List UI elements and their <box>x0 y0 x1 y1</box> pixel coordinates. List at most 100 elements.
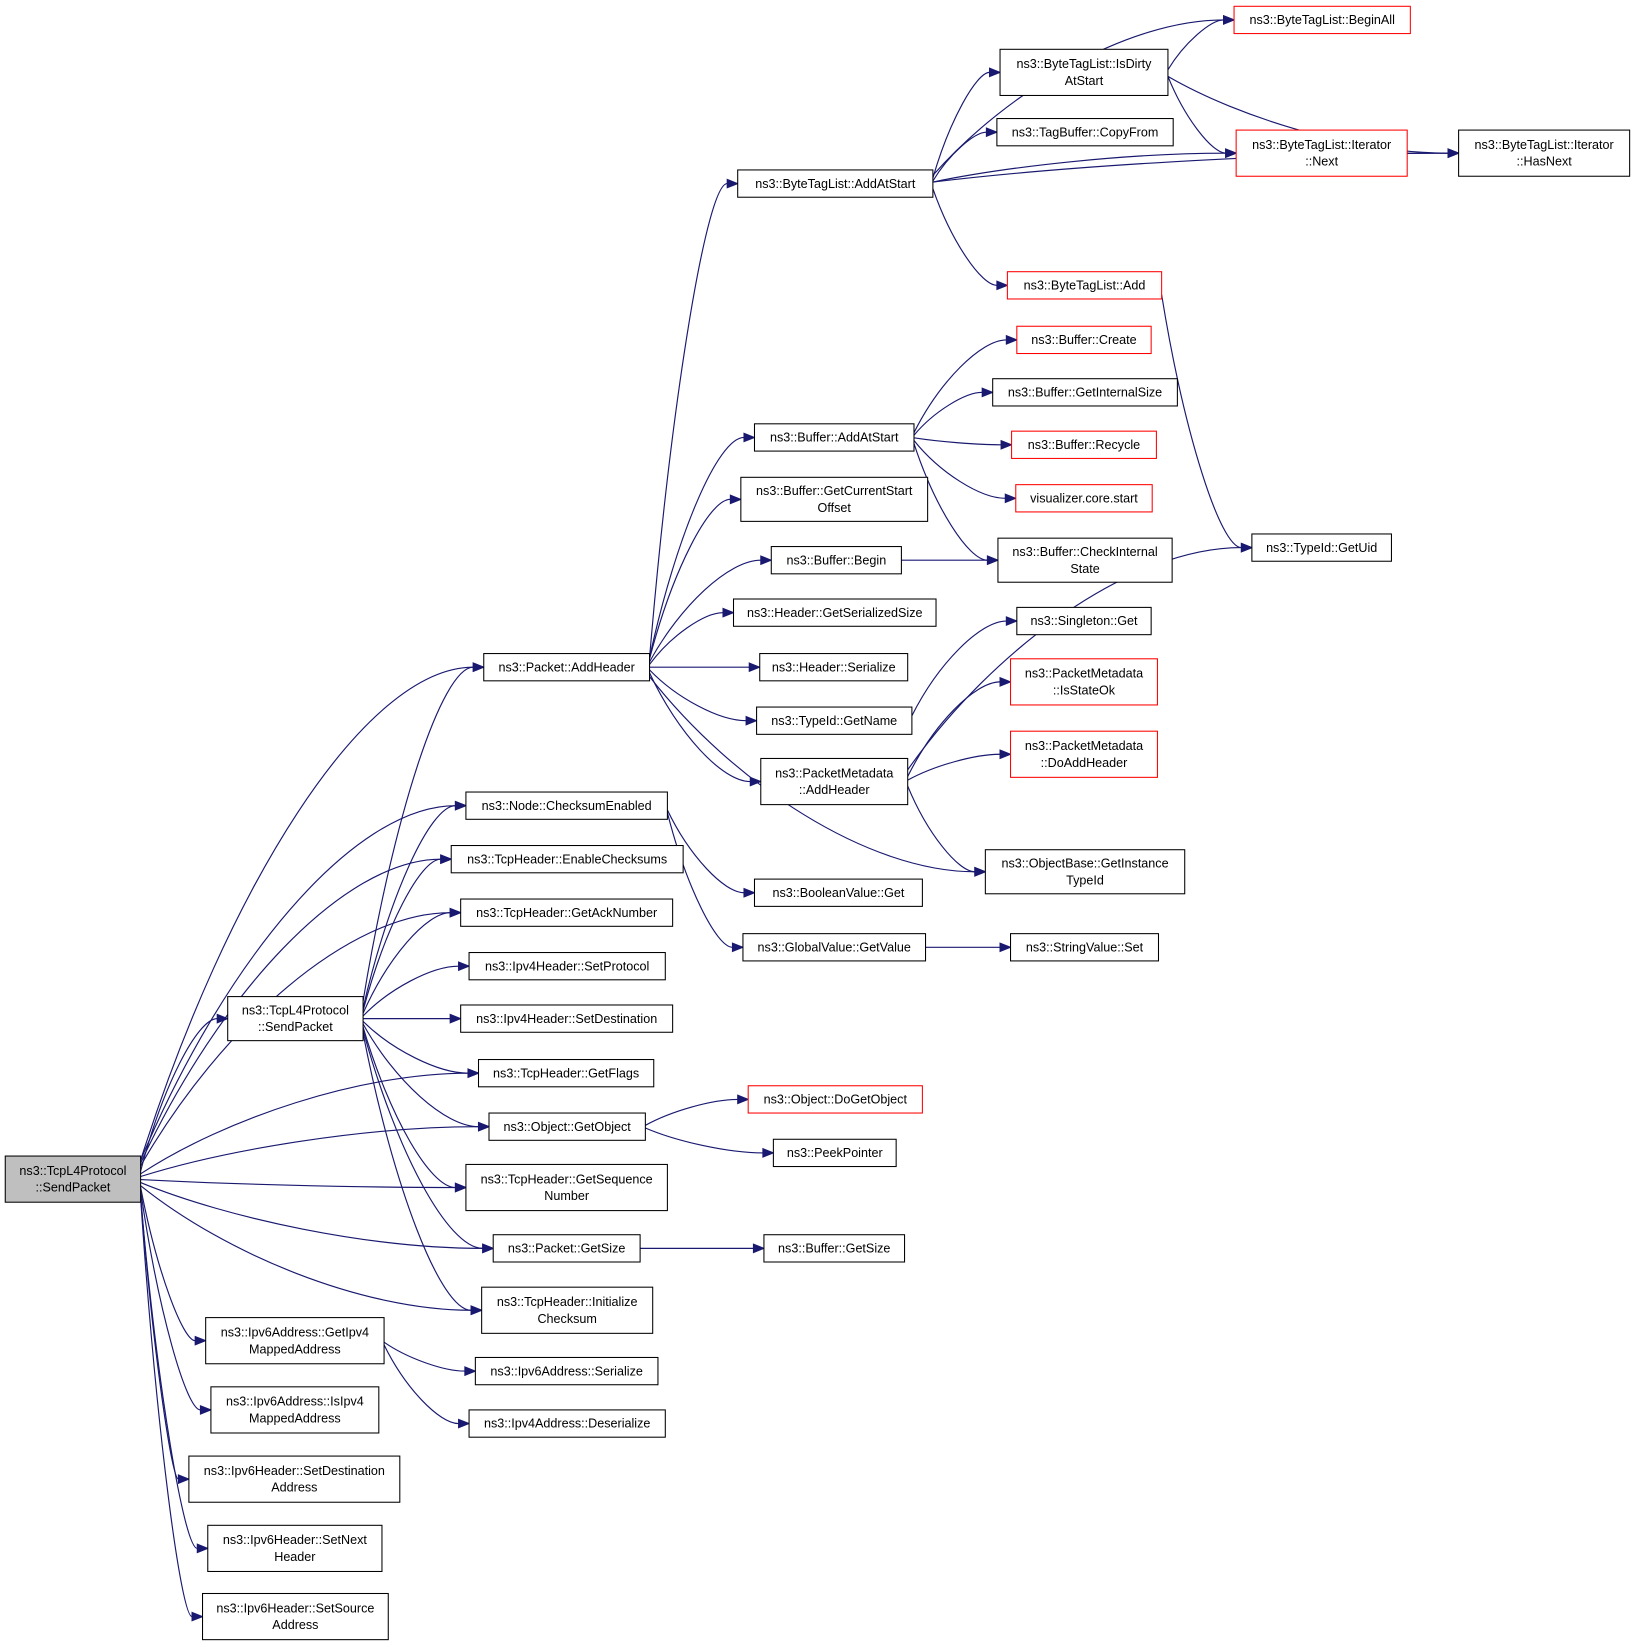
node-btl-it-hasnext[interactable]: ns3::ByteTagList::Iterator::HasNext <box>1458 129 1631 177</box>
edge-root-to-pkt_getsize <box>140 1182 495 1254</box>
arrowhead-icon <box>1004 493 1018 504</box>
edge-btl_add-to-typeid_getuid <box>1161 294 1254 553</box>
node-box <box>742 933 927 962</box>
node-obj-getobj[interactable]: ns3::Object::GetObject <box>488 1112 646 1141</box>
node-buf-getsize[interactable]: ns3::Buffer::GetSize <box>763 1234 906 1263</box>
node-pm-isstateok[interactable]: ns3::PacketMetadata::IsStateOk <box>1010 658 1158 706</box>
node-label: ::AddHeader <box>799 783 870 797</box>
node-buf-begin[interactable]: ns3::Buffer::Begin <box>770 546 902 575</box>
node-label: ns3::TcpHeader::GetFlags <box>493 1066 639 1080</box>
node-tagbuf-copy[interactable]: ns3::TagBuffer::CopyFrom <box>996 118 1174 147</box>
node-btl-it-next[interactable]: ns3::ByteTagList::Iterator::Next <box>1235 129 1408 177</box>
edge-line <box>911 620 1007 716</box>
edge-ipv6a_getv4-to-ipv6a_serialize <box>383 1341 477 1377</box>
edge-line <box>362 805 456 1009</box>
node-buf-addatstart[interactable]: ns3::Buffer::AddAtStart <box>753 423 915 452</box>
edge-pkt_addhdr-to-hdr_sersize <box>649 607 735 665</box>
edge-node_cksum-to-gv_getvalue <box>666 812 745 953</box>
node-label: ns3::ObjectBase::GetInstance <box>1001 857 1168 871</box>
edge-line <box>666 812 733 948</box>
node-hdr-sersize[interactable]: ns3::Header::GetSerializedSize <box>732 598 937 627</box>
edge-line <box>649 669 747 722</box>
node-boolval-get[interactable]: ns3::BooleanValue::Get <box>753 878 923 907</box>
edge-line <box>140 666 474 1161</box>
edge-root-to-ipv6h_setsrc <box>140 1197 204 1622</box>
arrowhead-icon <box>737 1094 750 1105</box>
node-tcph-getflags[interactable]: ns3::TcpHeader::GetFlags <box>477 1059 655 1088</box>
node-buf-create[interactable]: ns3::Buffer::Create <box>1016 325 1152 355</box>
node-hdr-serialize[interactable]: ns3::Header::Serialize <box>759 653 909 682</box>
node-ipv4h-setdest[interactable]: ns3::Ipv4Header::SetDestination <box>460 1004 674 1033</box>
node-box <box>753 423 915 452</box>
node-btl-addatstart[interactable]: ns3::ByteTagList::AddAtStart <box>737 169 934 198</box>
node-box <box>207 1524 383 1572</box>
node-pm-addhdr[interactable]: ns3::PacketMetadata::AddHeader <box>760 757 909 806</box>
node-vis-start[interactable]: visualizer.core.start <box>1015 484 1153 513</box>
node-pkt-addhdr[interactable]: ns3::Packet::AddHeader <box>483 653 651 682</box>
node-ipv4a-deser[interactable]: ns3::Ipv4Address::Deserialize <box>468 1409 666 1438</box>
edge-line <box>932 19 1224 176</box>
node-btl-beginall[interactable]: ns3::ByteTagList::BeginAll <box>1233 5 1411 35</box>
arrowhead-icon <box>477 1121 491 1132</box>
edge-pkt_addhdr-to-pm_addhdr <box>649 672 763 787</box>
node-label: ns3::StringValue::Set <box>1026 940 1144 954</box>
node-pm-doaddhdr[interactable]: ns3::PacketMetadata::DoAddHeader <box>1010 730 1158 778</box>
arrowhead-icon <box>1005 334 1019 345</box>
node-tcp-send[interactable]: ns3::TcpL4Protocol::SendPacket <box>227 996 364 1042</box>
node-singleton-get[interactable]: ns3::Singleton::Get <box>1016 606 1152 636</box>
edge-ipv6a_getv4-to-ipv4a_deser <box>383 1344 471 1429</box>
node-peekptr[interactable]: ns3::PeekPointer <box>772 1138 897 1168</box>
node-tcph-getack[interactable]: ns3::TcpHeader::GetAckNumber <box>460 898 674 927</box>
arrowhead-icon <box>458 1418 471 1429</box>
node-box <box>992 378 1178 407</box>
node-box <box>483 653 651 682</box>
edge-line <box>913 339 1007 433</box>
node-pkt-getsize[interactable]: ns3::Packet::GetSize <box>492 1234 641 1263</box>
node-label: ns3::TagBuffer::CopyFrom <box>1012 125 1159 139</box>
edge-tcp_send-to-tcph_getflags <box>362 1020 480 1079</box>
edge-line <box>140 1187 196 1342</box>
node-label: Address <box>271 1481 317 1495</box>
node-label: ns3::Buffer::GetInternalSize <box>1008 386 1162 400</box>
edge-line <box>913 440 1006 499</box>
node-tcph-enablecksum[interactable]: ns3::TcpHeader::EnableChecksums <box>450 845 684 874</box>
node-buf-getintsize[interactable]: ns3::Buffer::GetInternalSize <box>992 378 1178 407</box>
node-obj-dogetobj[interactable]: ns3::Object::DoGetObject <box>747 1085 923 1114</box>
node-btl-add[interactable]: ns3::ByteTagList::Add <box>1006 271 1163 300</box>
edge-tcp_send-to-ipv4h_setproto <box>362 961 471 1017</box>
node-ipv6a-serialize[interactable]: ns3::Ipv6Address::Serialize <box>474 1356 659 1386</box>
arrowhead-icon <box>454 800 468 811</box>
node-box <box>984 849 1186 895</box>
node-gv-getvalue[interactable]: ns3::GlobalValue::GetValue <box>742 933 927 962</box>
node-ipv4h-setproto[interactable]: ns3::Ipv4Header::SetProtocol <box>468 952 666 981</box>
node-box <box>1010 658 1158 706</box>
node-box <box>477 1059 655 1088</box>
node-node-cksum[interactable]: ns3::Node::ChecksumEnabled <box>465 791 668 820</box>
arrowhead-icon <box>1447 148 1461 159</box>
edge-line <box>1161 294 1242 549</box>
node-buf-recycle[interactable]: ns3::Buffer::Recycle <box>1011 430 1157 459</box>
node-label: ns3::Packet::GetSize <box>508 1242 625 1256</box>
edge-line <box>649 612 724 665</box>
edge-obj_getobj-to-obj_dogetobj <box>645 1094 750 1126</box>
edge-pkt_getsize-to-buf_getsize <box>640 1243 766 1254</box>
edge-line <box>362 858 441 1011</box>
node-label: Offset <box>818 501 852 515</box>
node-typeid-getname[interactable]: ns3::TypeId::GetName <box>756 706 913 735</box>
node-strval-set[interactable]: ns3::StringValue::Set <box>1010 933 1160 962</box>
node-label: ns3::BooleanValue::Get <box>772 886 904 900</box>
node-typeid-getuid[interactable]: ns3::TypeId::GetUid <box>1251 533 1392 562</box>
node-root[interactable]: ns3::TcpL4Protocol::SendPacket <box>4 1155 142 1203</box>
edge-line <box>362 912 451 1014</box>
